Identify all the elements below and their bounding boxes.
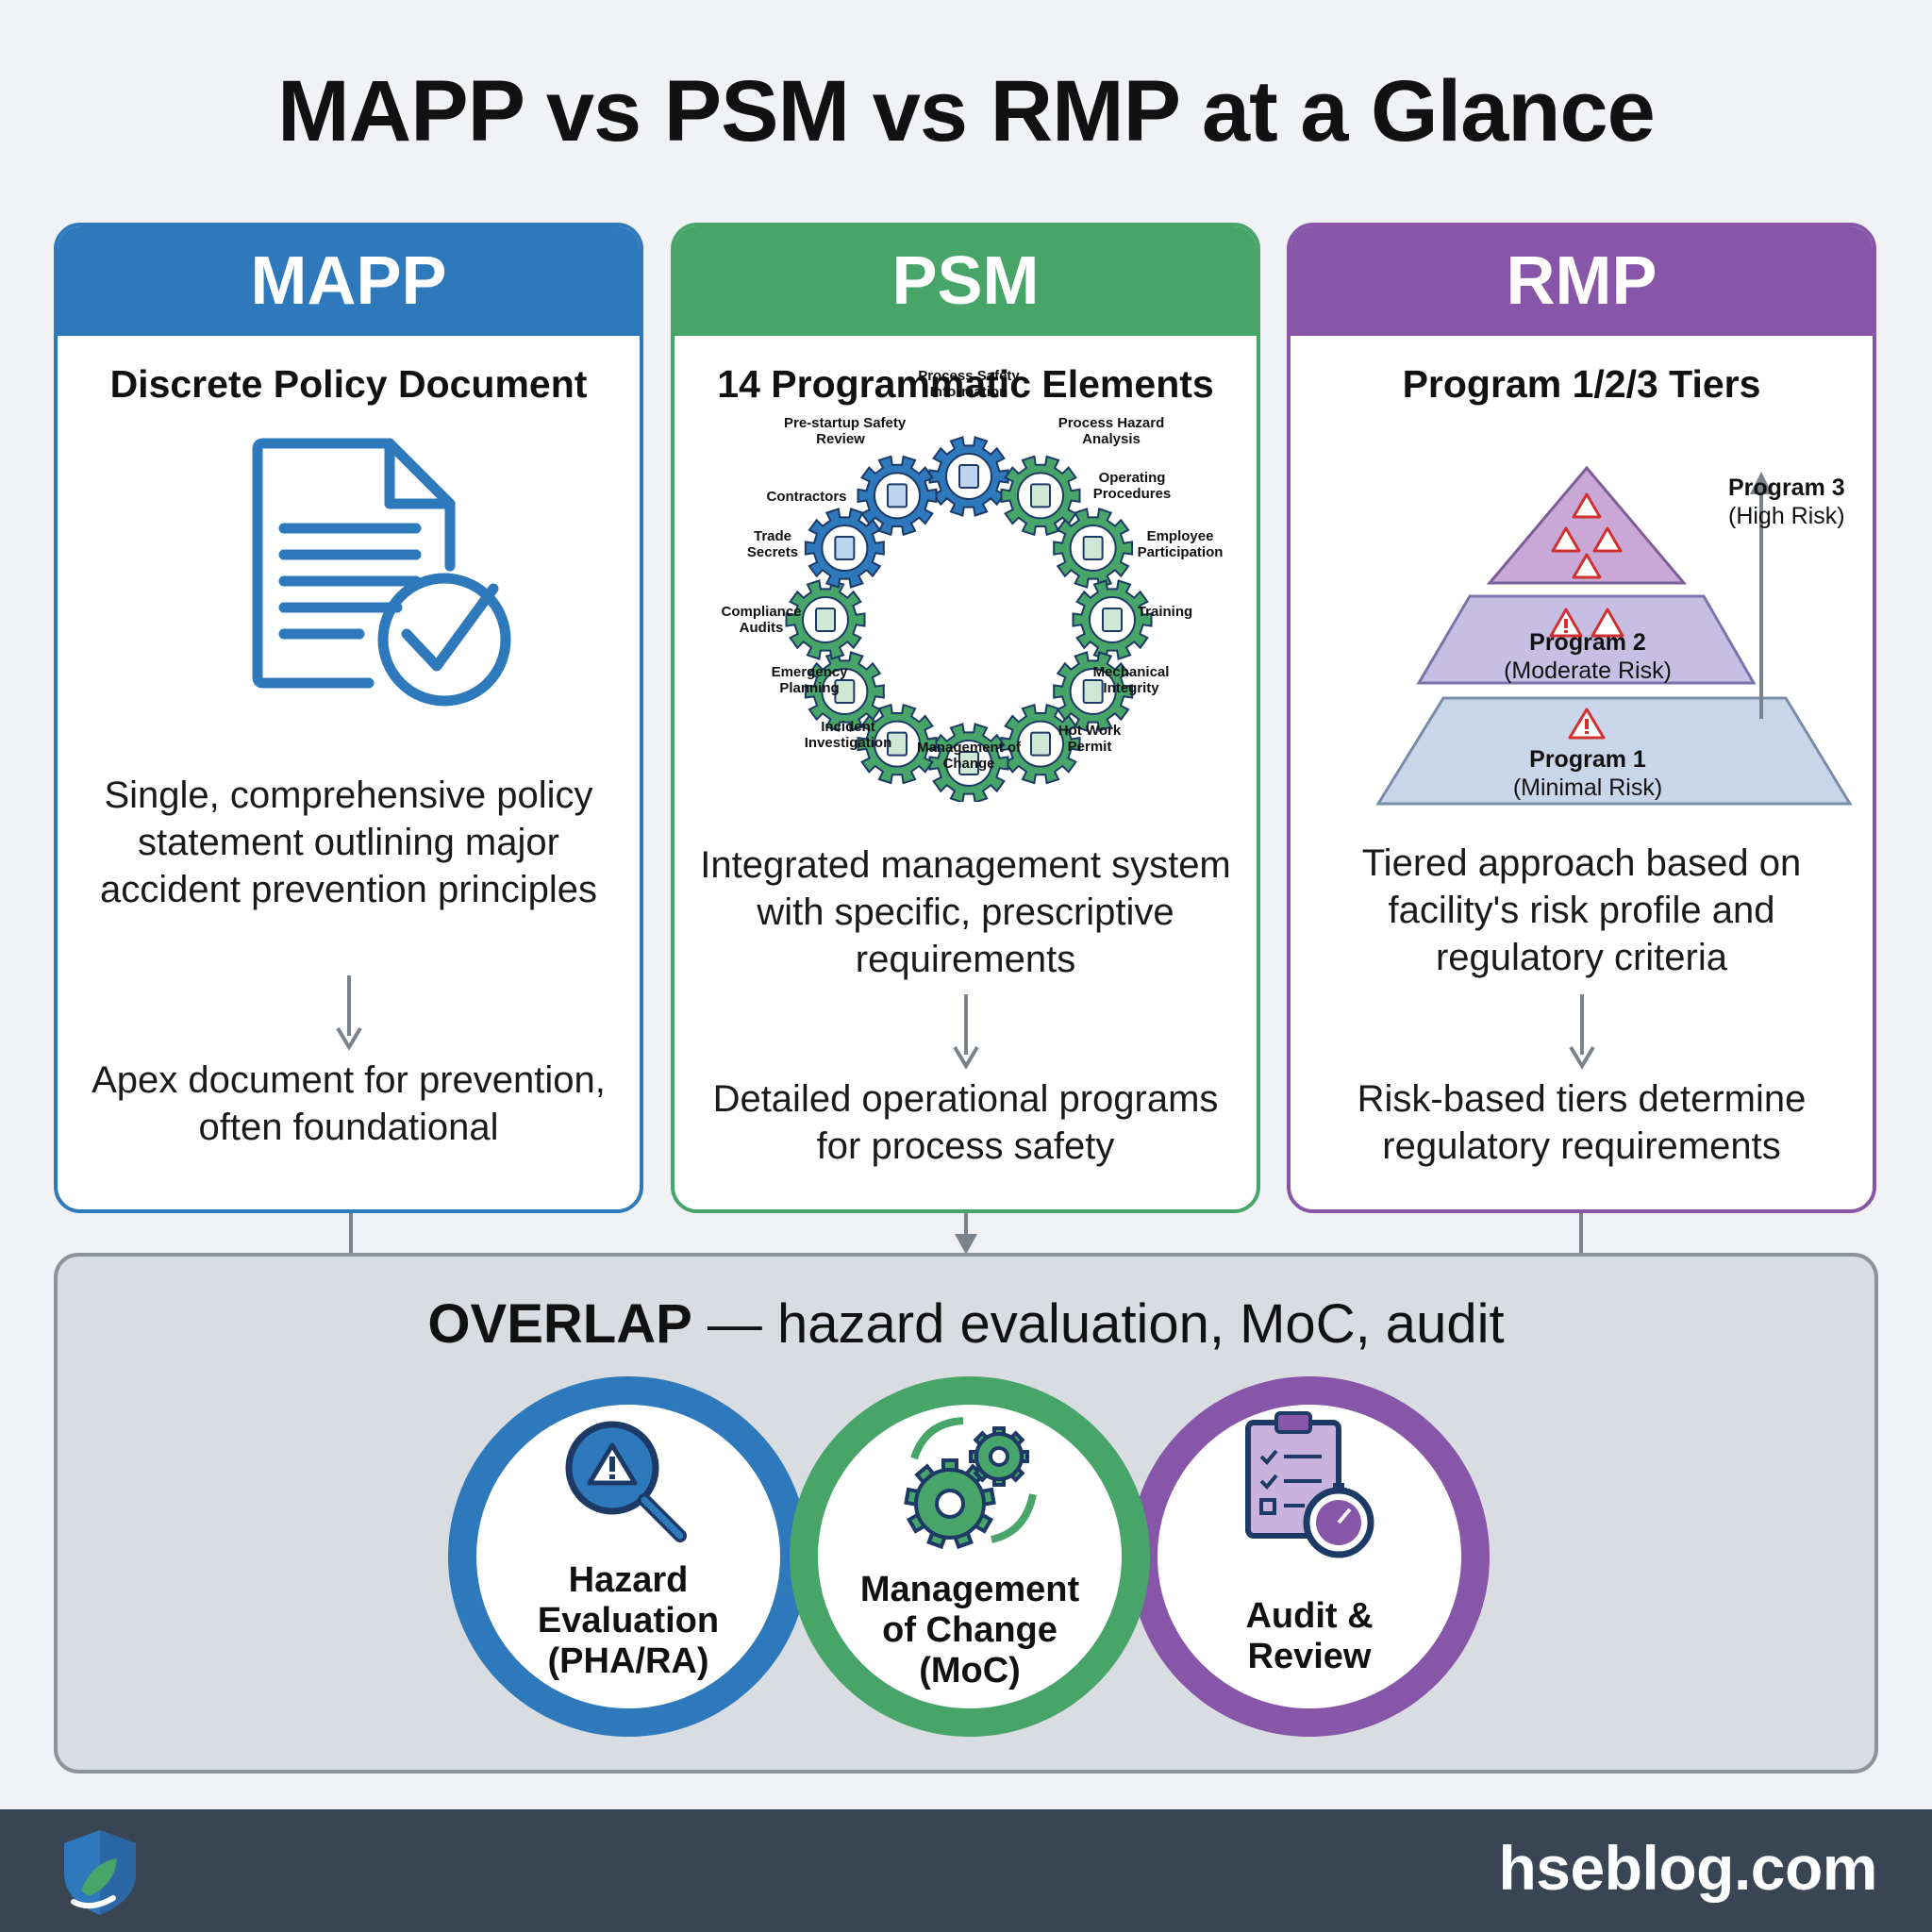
element-icon	[887, 731, 908, 757]
down-arrow-icon	[952, 994, 979, 1070]
psm-gear	[1000, 455, 1081, 537]
psm-element-label: Training	[1137, 604, 1193, 620]
warning-icon	[1572, 492, 1602, 519]
element-icon	[1030, 483, 1051, 508]
psm-gear	[804, 651, 885, 732]
page-title: MAPP vs PSM vs RMP at a Glance	[277, 63, 1656, 159]
tier-program-3	[1486, 465, 1688, 585]
rmp-description: Tiered approach based on facility's risk…	[1361, 842, 1802, 978]
element-icon	[1030, 731, 1051, 757]
psm-description: Integrated management system with specif…	[700, 844, 1231, 980]
shield-leaf-logo	[64, 1830, 136, 1915]
element-icon	[1082, 536, 1104, 560]
psm-gear	[928, 436, 1009, 517]
warning-icon	[1592, 526, 1623, 553]
warning-icon	[1572, 553, 1602, 579]
psm-gear	[928, 723, 1009, 802]
psm-gear	[785, 579, 866, 660]
element-icon	[958, 464, 979, 489]
psm-gear	[857, 703, 938, 785]
mapp-card: MAPP Discrete Policy Document Single, co…	[54, 223, 643, 1213]
psm-subtitle: 14 Programmatic Elements	[717, 362, 1214, 406]
rmp-result: Risk-based tiers determine regulatory re…	[1357, 1078, 1807, 1167]
tier-2-label: Program 2(Moderate Risk)	[1504, 629, 1672, 684]
down-arrow-icon	[335, 975, 362, 1051]
mapp-subtitle: Discrete Policy Document	[109, 362, 588, 406]
psm-gear	[804, 508, 885, 589]
hazard-evaluation-label: Hazard Evaluation (PHA/RA)	[537, 1560, 720, 1681]
overlap-box: OVERLAP — hazard evaluation, MoC, audit	[54, 1253, 1878, 1774]
mapp-heading: MAPP	[58, 226, 640, 336]
psm-result: Detailed operational programs for proces…	[712, 1078, 1219, 1167]
psm-element-label: Contractors	[766, 489, 847, 505]
psm-gear	[857, 455, 938, 537]
warning-icon	[1591, 608, 1624, 638]
psm-gear	[1072, 579, 1153, 660]
psm-card: PSM 14 Programmatic Elements Integrated …	[671, 223, 1260, 1213]
tier-program-2	[1416, 594, 1757, 685]
element-icon	[834, 679, 856, 704]
psm-gear	[1053, 508, 1134, 589]
tier-program-1	[1375, 696, 1853, 806]
tier-3-label: Program 3(High Risk)	[1728, 475, 1845, 529]
psm-heading: PSM	[675, 226, 1257, 336]
management-of-change-label: Management of Change (MoC)	[859, 1570, 1080, 1690]
mapp-result: Apex document for prevention, often foun…	[92, 1059, 606, 1148]
audit-review-label: Audit & Review	[1245, 1596, 1374, 1676]
rmp-heading: RMP	[1291, 226, 1873, 336]
element-icon	[1082, 679, 1104, 704]
rmp-card: RMP Program 1/2/3 Tiers Program 3(High R…	[1287, 223, 1876, 1213]
gears-cycle-icon	[904, 1417, 1037, 1550]
overlap-circles	[448, 1376, 1490, 1737]
management-of-change-ring	[790, 1376, 1150, 1737]
psm-elements-gear-ring	[785, 436, 1153, 802]
element-icon	[834, 536, 856, 560]
mapp-description: Single, comprehensive policy statement o…	[100, 774, 597, 910]
clipboard-stopwatch-icon	[1245, 1411, 1374, 1558]
psm-gear	[1053, 651, 1134, 732]
policy-document-check-icon	[252, 438, 511, 707]
footer-bar: hseblog.com	[0, 1809, 1932, 1932]
element-icon	[887, 483, 908, 508]
element-icon	[815, 608, 836, 632]
risk-tier-pyramid	[1375, 465, 1853, 806]
element-icon	[958, 751, 979, 775]
rmp-subtitle: Program 1/2/3 Tiers	[1402, 362, 1761, 406]
warning-icon	[1551, 526, 1581, 553]
footer-brand[interactable]: hseblog.com	[1498, 1833, 1877, 1903]
element-icon	[1102, 608, 1123, 632]
overlap-title: OVERLAP — hazard evaluation, MoC, audit	[427, 1293, 1505, 1355]
down-arrow-icon	[1568, 994, 1595, 1070]
psm-gear	[1000, 703, 1081, 785]
tier-1-label: Program 1(Minimal Risk)	[1512, 746, 1663, 801]
